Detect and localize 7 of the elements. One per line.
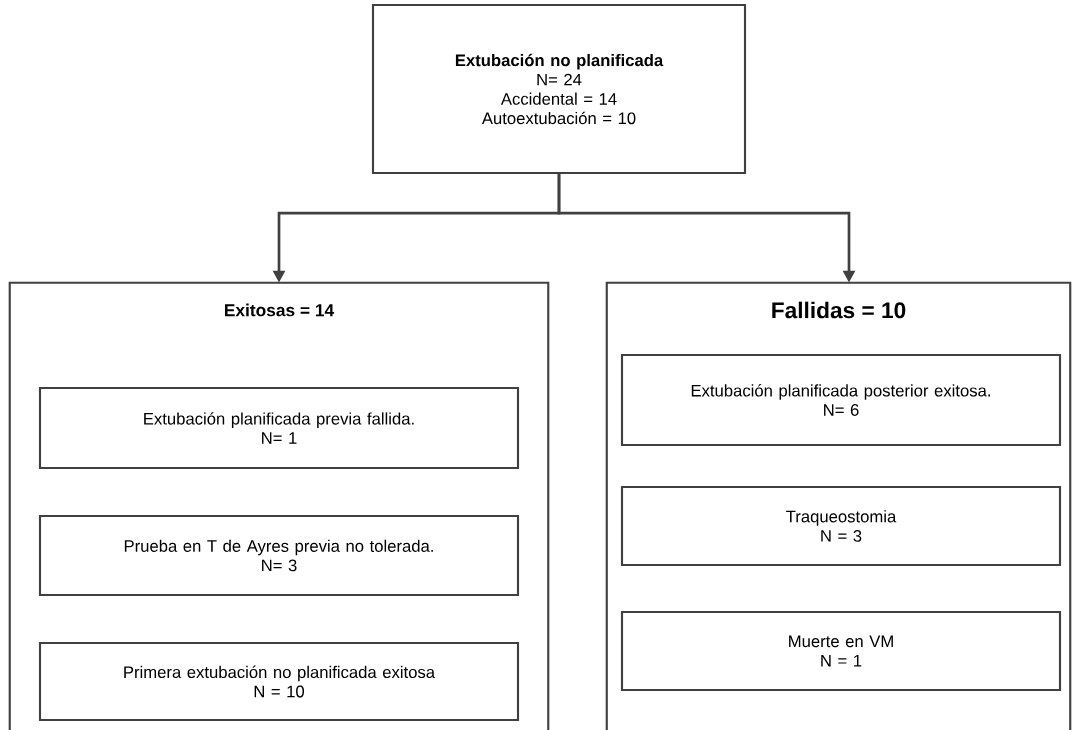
box: Extubación no planificada N= 24 Accidental = 14 Autoextubación = 10 <box>371 3 747 175</box>
box: Extubación planificada posterior exitosa. N= 6 <box>620 353 1062 447</box>
box: Primera extubación no planificada exitosa N = 10 <box>38 641 520 722</box>
box: Traqueostomia N = 3 <box>620 485 1062 567</box>
box: Extubación planificada previa fallida. N= 1 <box>38 386 520 470</box>
box: Muerte en VM N = 1 <box>620 610 1062 692</box>
box: Prueba en T de Ayres previa no tolerada. N= 3 <box>38 514 520 597</box>
